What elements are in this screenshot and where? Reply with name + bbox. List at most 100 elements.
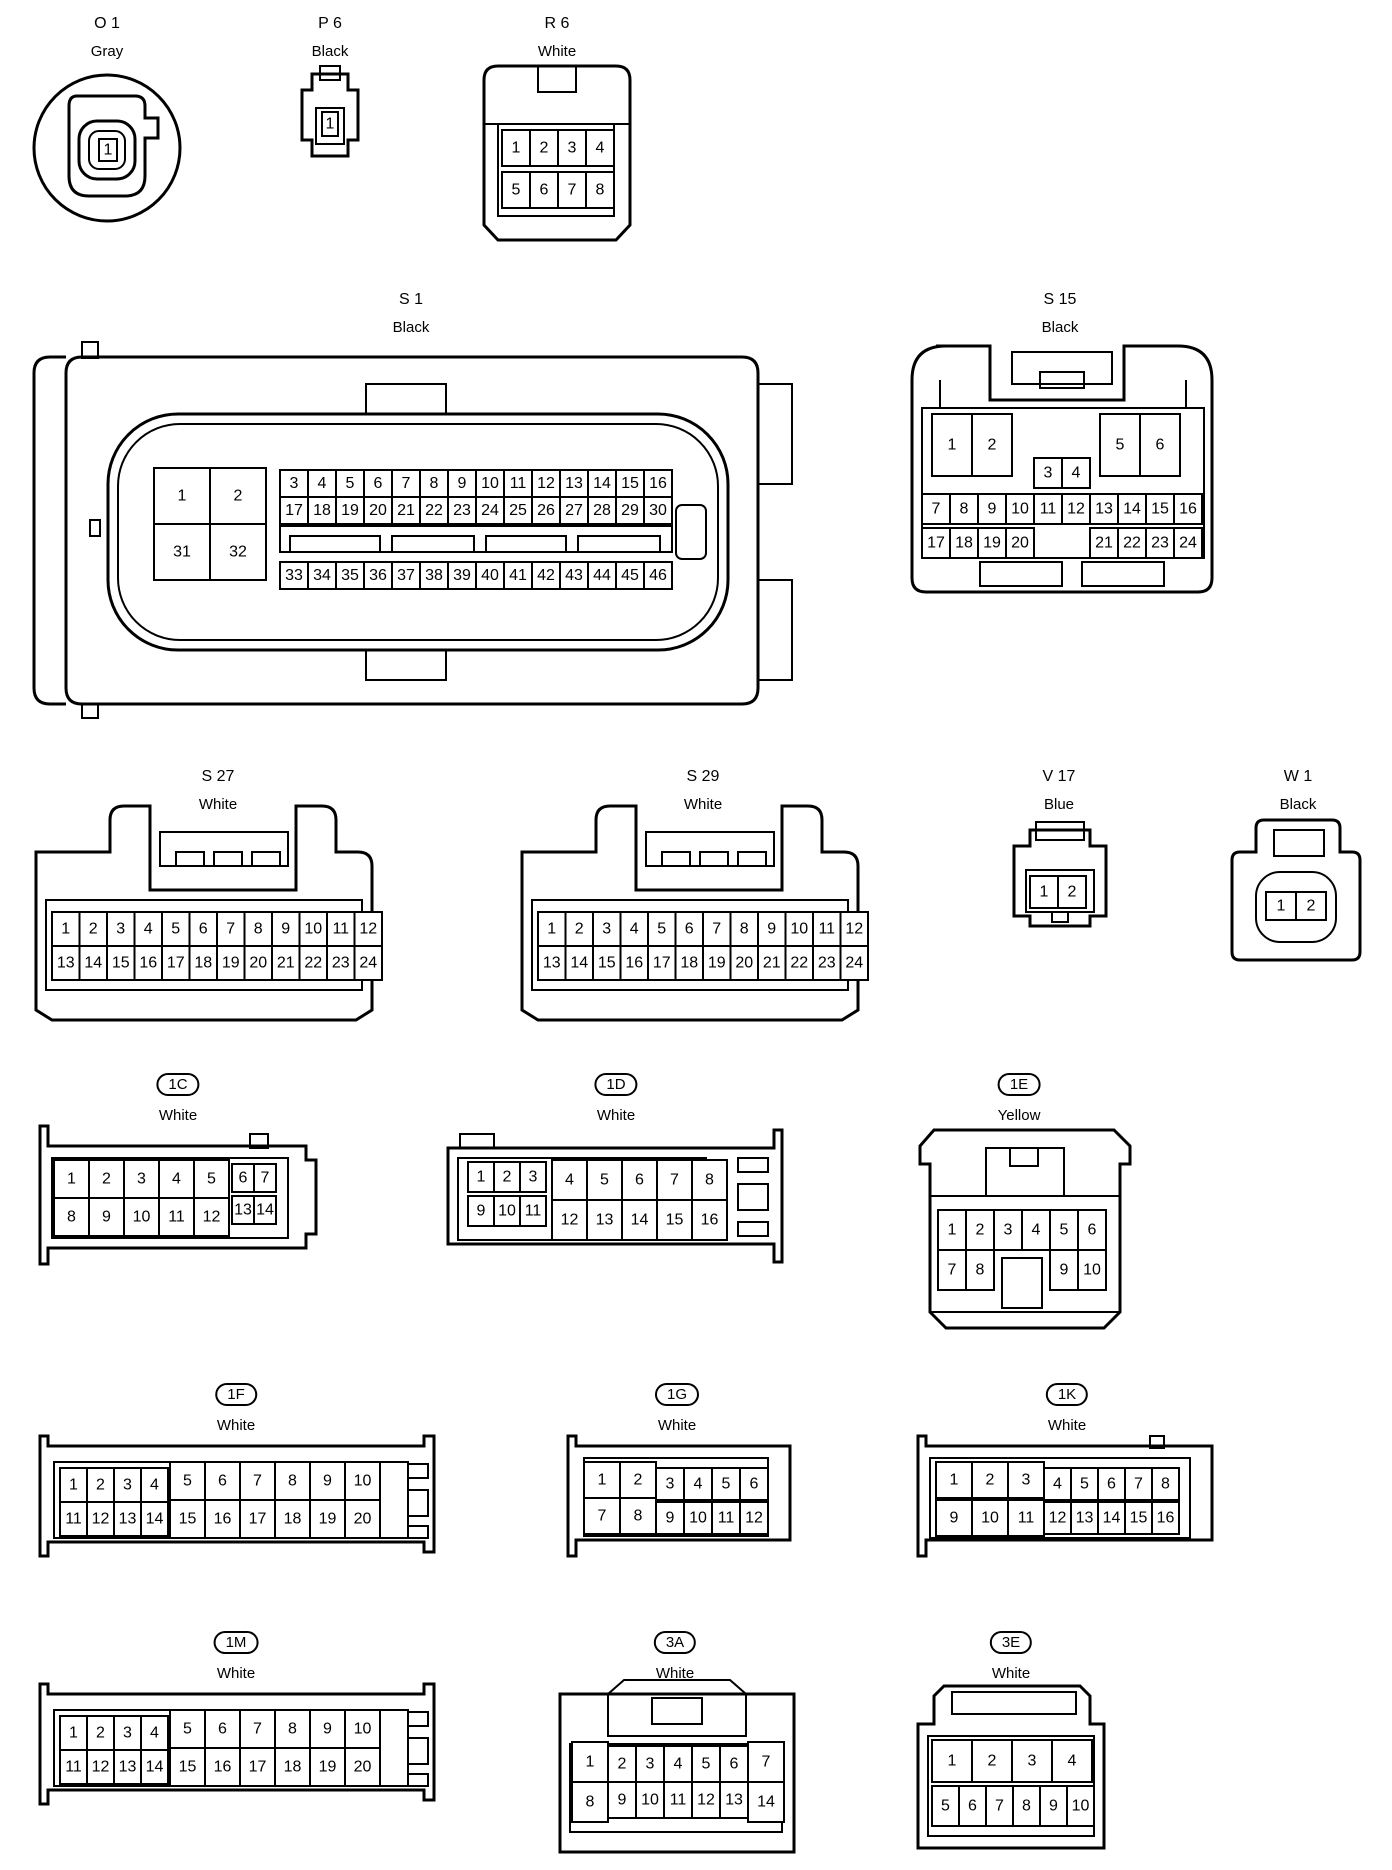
pin-cavity: 11	[519, 1195, 547, 1227]
pin-cavity: 17	[279, 496, 309, 525]
pin-cavity: 31	[153, 523, 211, 581]
pin-cavity: 38	[419, 561, 449, 590]
pin-cavity: 10	[784, 911, 814, 947]
pin-number: 1	[547, 921, 556, 938]
pin-cavity: 10	[123, 1197, 160, 1237]
pin-number: 7	[932, 501, 941, 518]
pin-cavity: 8	[585, 171, 615, 209]
pin-cavity: 1	[937, 1209, 967, 1251]
pin-number: 18	[284, 1511, 302, 1528]
pin-cavity: 7	[253, 1163, 277, 1193]
pin-number: 13	[1095, 501, 1113, 518]
pin-cavity: 15	[106, 945, 136, 981]
pin-cavity: 17	[921, 527, 951, 559]
pin-number: 28	[593, 502, 611, 519]
pin-number: 2	[575, 921, 584, 938]
pin-cavity: 10	[971, 1499, 1009, 1537]
pin-cavity: 4	[1061, 457, 1091, 489]
pin-cavity: 15	[1124, 1501, 1153, 1535]
pin-cavity: 9	[88, 1197, 125, 1237]
pin-number: 8	[634, 1508, 643, 1525]
pin-number: 1	[948, 1753, 957, 1770]
pin-number: 1	[69, 1725, 78, 1742]
pin-number: 20	[1011, 535, 1029, 552]
connector-color: White	[216, 1665, 256, 1682]
pin-number: 41	[509, 567, 527, 584]
pin-number: 9	[281, 921, 290, 938]
pin-number: 8	[586, 1794, 595, 1811]
pin-number: 21	[763, 955, 781, 972]
pin-cavity: 9	[1039, 1785, 1068, 1827]
pin-cavity: 8	[949, 493, 979, 525]
pin-number: 4	[150, 1725, 159, 1742]
pin-number: 42	[537, 567, 555, 584]
pin-number: 8	[288, 1721, 297, 1738]
pin-number: 4	[172, 1171, 181, 1188]
pin-number: 23	[453, 502, 471, 519]
pin-cavity: 8	[274, 1709, 311, 1749]
pin-cavity: 14	[564, 945, 594, 981]
pin-cavity: 13	[537, 945, 567, 981]
pin-cavity: 12	[1043, 1501, 1072, 1535]
pin-cavity: 7	[656, 1159, 693, 1201]
pin-cavity: 12	[193, 1197, 230, 1237]
pin-cavity: 16	[204, 1747, 241, 1787]
pin-number: 3	[290, 475, 299, 492]
pin-cavity: 11	[59, 1749, 88, 1785]
pin-number: 24	[1179, 535, 1197, 552]
pin-number: 44	[593, 567, 611, 584]
pin-number: 5	[346, 475, 355, 492]
pin-cavity: 2	[86, 1715, 115, 1751]
pin-cavity: 40	[475, 561, 505, 590]
pin-number: 5	[941, 1798, 950, 1815]
pin-number: 15	[598, 955, 616, 972]
pin-cavity: 2	[529, 129, 559, 167]
pin-number: 1	[948, 1222, 957, 1239]
connector-code: 3E	[989, 1631, 1033, 1654]
pin-number: 6	[730, 1756, 739, 1773]
pin-cavity: 7	[216, 911, 246, 947]
pin-number: 5	[207, 1171, 216, 1188]
pin-number: 12	[745, 1510, 763, 1527]
pin-number: 34	[313, 567, 331, 584]
pin-cavity: 3	[1033, 457, 1063, 489]
pin-cavity: 6	[1139, 413, 1181, 477]
pin-number: 2	[96, 1477, 105, 1494]
pin-number: 10	[1011, 501, 1029, 518]
pin-number: 5	[512, 182, 521, 199]
pin-cavity: 2	[971, 1461, 1009, 1499]
pin-cavity: 14	[78, 945, 108, 981]
pin-number: 3	[529, 1169, 538, 1186]
pin-cavity: 42	[531, 561, 561, 590]
pin-number: 18	[313, 502, 331, 519]
pin-number: 6	[199, 921, 208, 938]
pin-number: 1	[1040, 884, 1049, 901]
pin-number: 17	[167, 955, 185, 972]
connector-color: White	[683, 796, 723, 813]
pin-number: 24	[845, 955, 863, 972]
pin-number: 8	[740, 921, 749, 938]
pin-cavity: 3	[1011, 1739, 1053, 1783]
pin-cavity: 20	[344, 1747, 381, 1787]
pin-number: 16	[1157, 1510, 1175, 1527]
pin-cavity: 14	[1097, 1501, 1126, 1535]
pin-cavity: 14	[140, 1749, 169, 1785]
pin-number: 12	[92, 1759, 110, 1776]
pin-cavity: 12	[691, 1781, 721, 1819]
pin-number: 12	[845, 921, 863, 938]
pin-number: 36	[369, 567, 387, 584]
pin-cavity: 10	[635, 1781, 665, 1819]
pin-cavity: 14	[140, 1501, 169, 1537]
pin-number: 12	[92, 1511, 110, 1528]
pin-number: 2	[976, 1222, 985, 1239]
pin-number: 25	[509, 502, 527, 519]
pin-number: 21	[1095, 535, 1113, 552]
pin-number: 13	[725, 1792, 743, 1809]
pin-cavity: 5	[586, 1159, 623, 1201]
